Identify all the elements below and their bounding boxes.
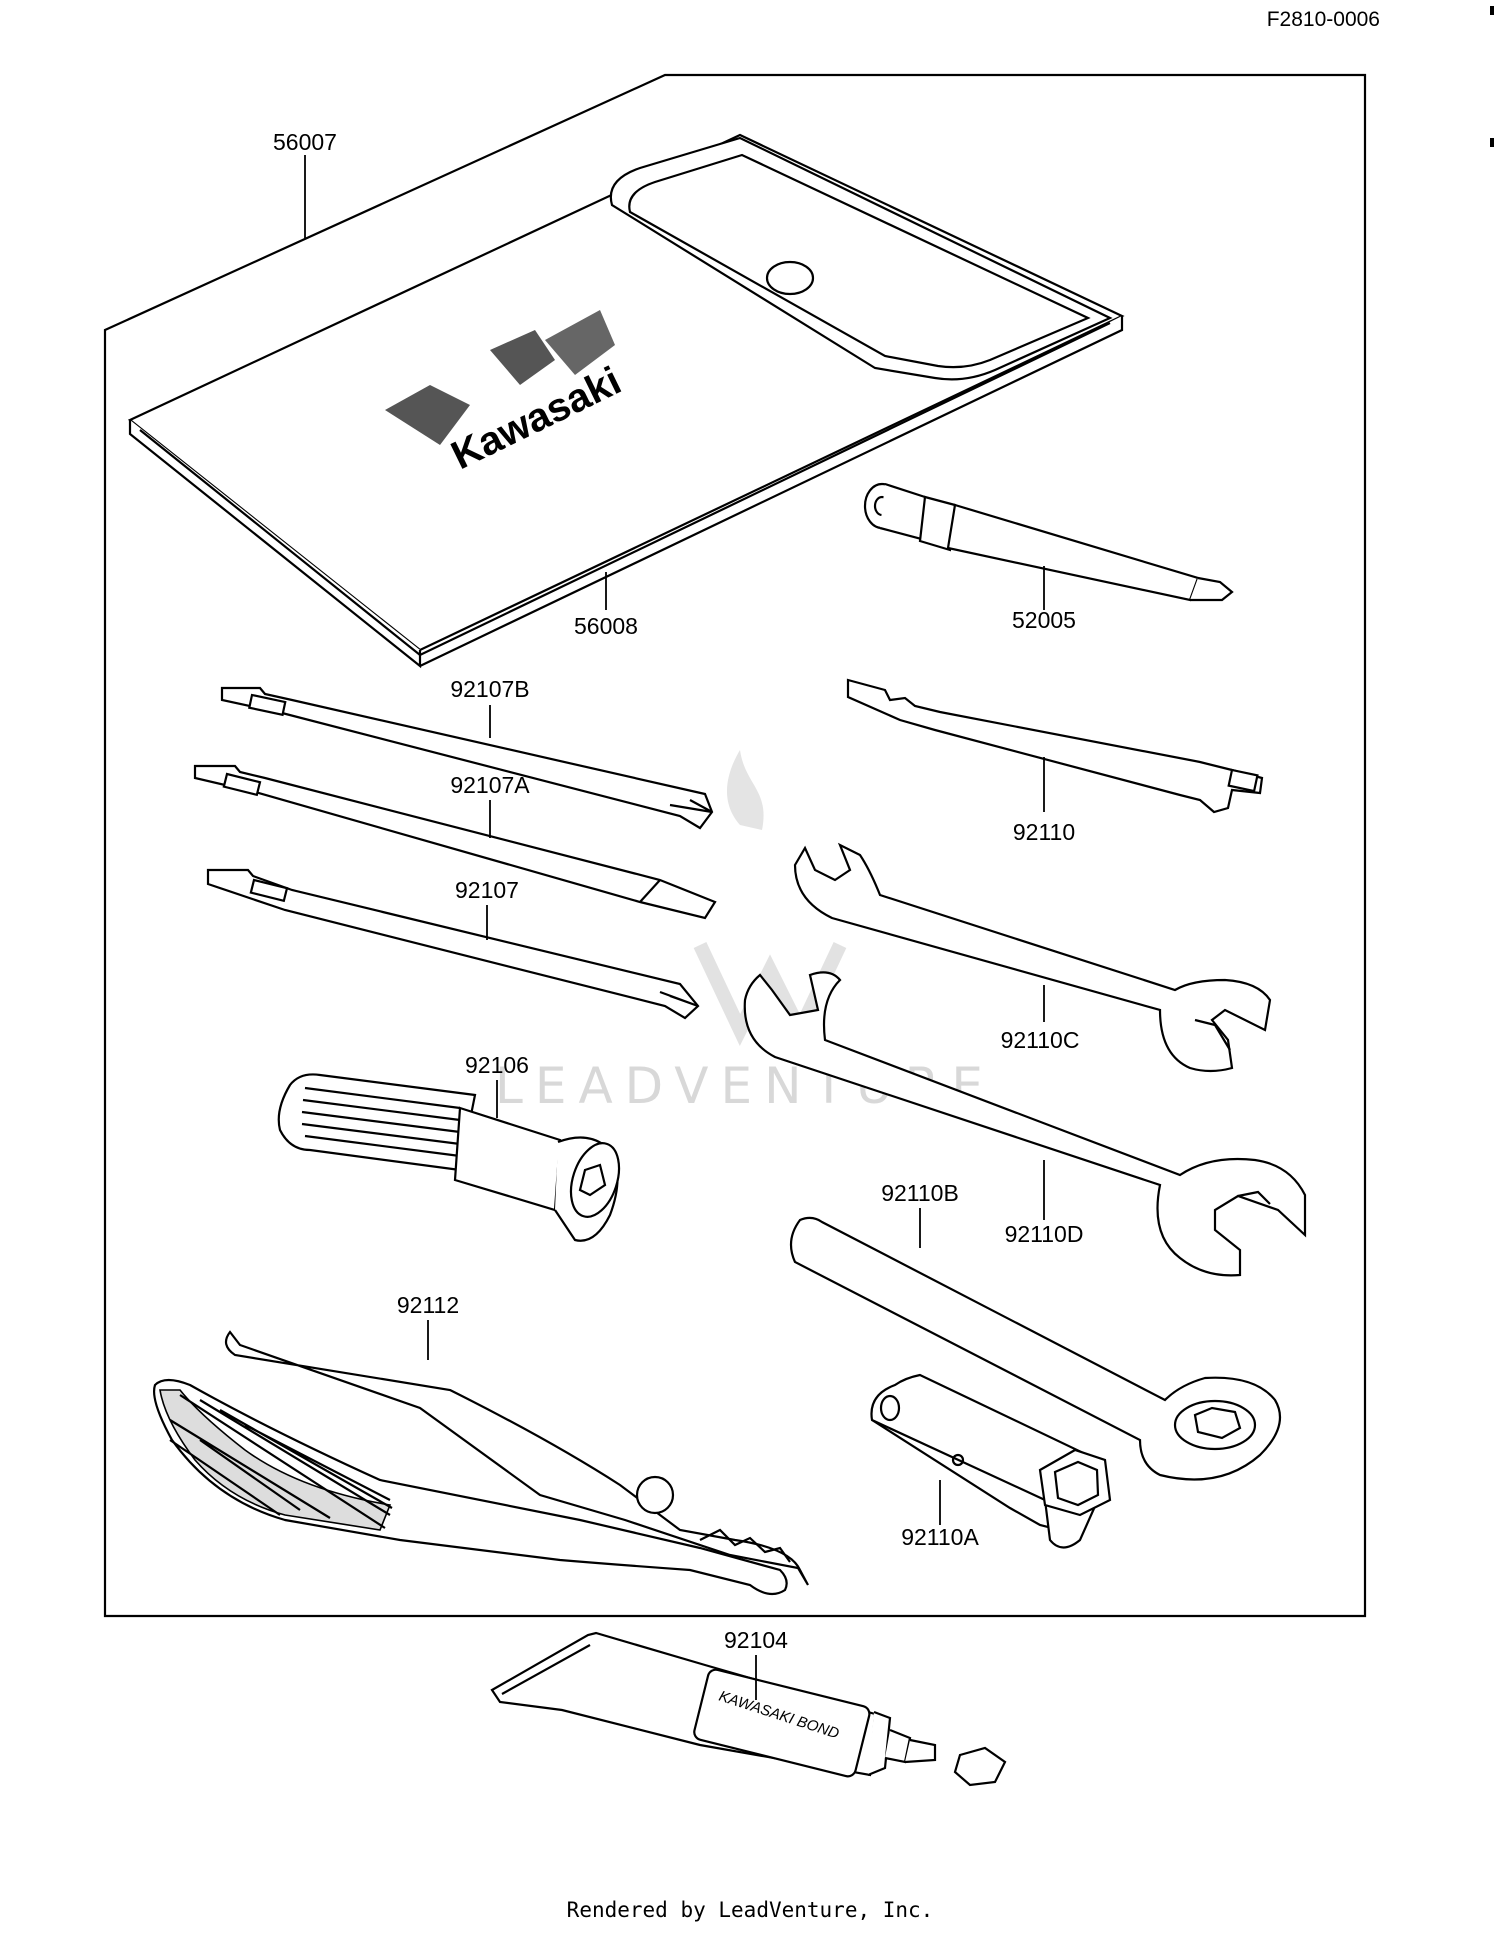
part-92104-bond-tube: KAWASAKI BOND xyxy=(490,1631,1007,1787)
part-92107-screwdriver xyxy=(206,868,700,1020)
part-label-92110: 92110 xyxy=(1013,819,1075,845)
part-label-92110A: 92110A xyxy=(901,1524,979,1550)
corner-mark xyxy=(1490,6,1494,15)
part-label-56008: 56008 xyxy=(574,613,638,639)
part-92110C-open-wrench xyxy=(793,842,1272,1073)
footer-credit: Rendered by LeadVenture, Inc. xyxy=(567,1898,934,1922)
drawing-code: F2810-0006 xyxy=(1267,8,1380,31)
part-56007-tool-pouch: Kawasaki xyxy=(127,133,1125,669)
part-label-92106: 92106 xyxy=(465,1052,529,1078)
part-92107B-screwdriver xyxy=(220,686,714,830)
kit-frame-outline xyxy=(103,73,1367,1618)
part-92110D-open-wrench xyxy=(743,971,1307,1277)
part-label-52005: 52005 xyxy=(1012,607,1076,633)
part-92107A-screwdriver xyxy=(193,764,717,920)
part-92110B-box-wrench xyxy=(789,1216,1282,1481)
corner-mark xyxy=(1490,138,1494,147)
part-label-92110C: 92110C xyxy=(1001,1027,1080,1053)
part-label-56007: 56007 xyxy=(273,129,337,155)
part-label-92107B: 92107B xyxy=(450,676,529,702)
part-label-92107A: 92107A xyxy=(450,772,530,798)
part-92110-flat-wrench xyxy=(846,678,1264,814)
part-52005-handle xyxy=(863,482,1234,602)
part-label-92107: 92107 xyxy=(455,877,519,903)
part-92110A-box-spanner xyxy=(870,1373,1112,1549)
part-label-92112: 92112 xyxy=(397,1292,459,1318)
part-92112-pliers xyxy=(153,1330,809,1596)
part-label-92110D: 92110D xyxy=(1005,1221,1084,1247)
part-label-92110B: 92110B xyxy=(881,1180,959,1206)
part-92106-driver-handle xyxy=(277,1073,621,1242)
part-label-92104: 92104 xyxy=(724,1627,788,1653)
